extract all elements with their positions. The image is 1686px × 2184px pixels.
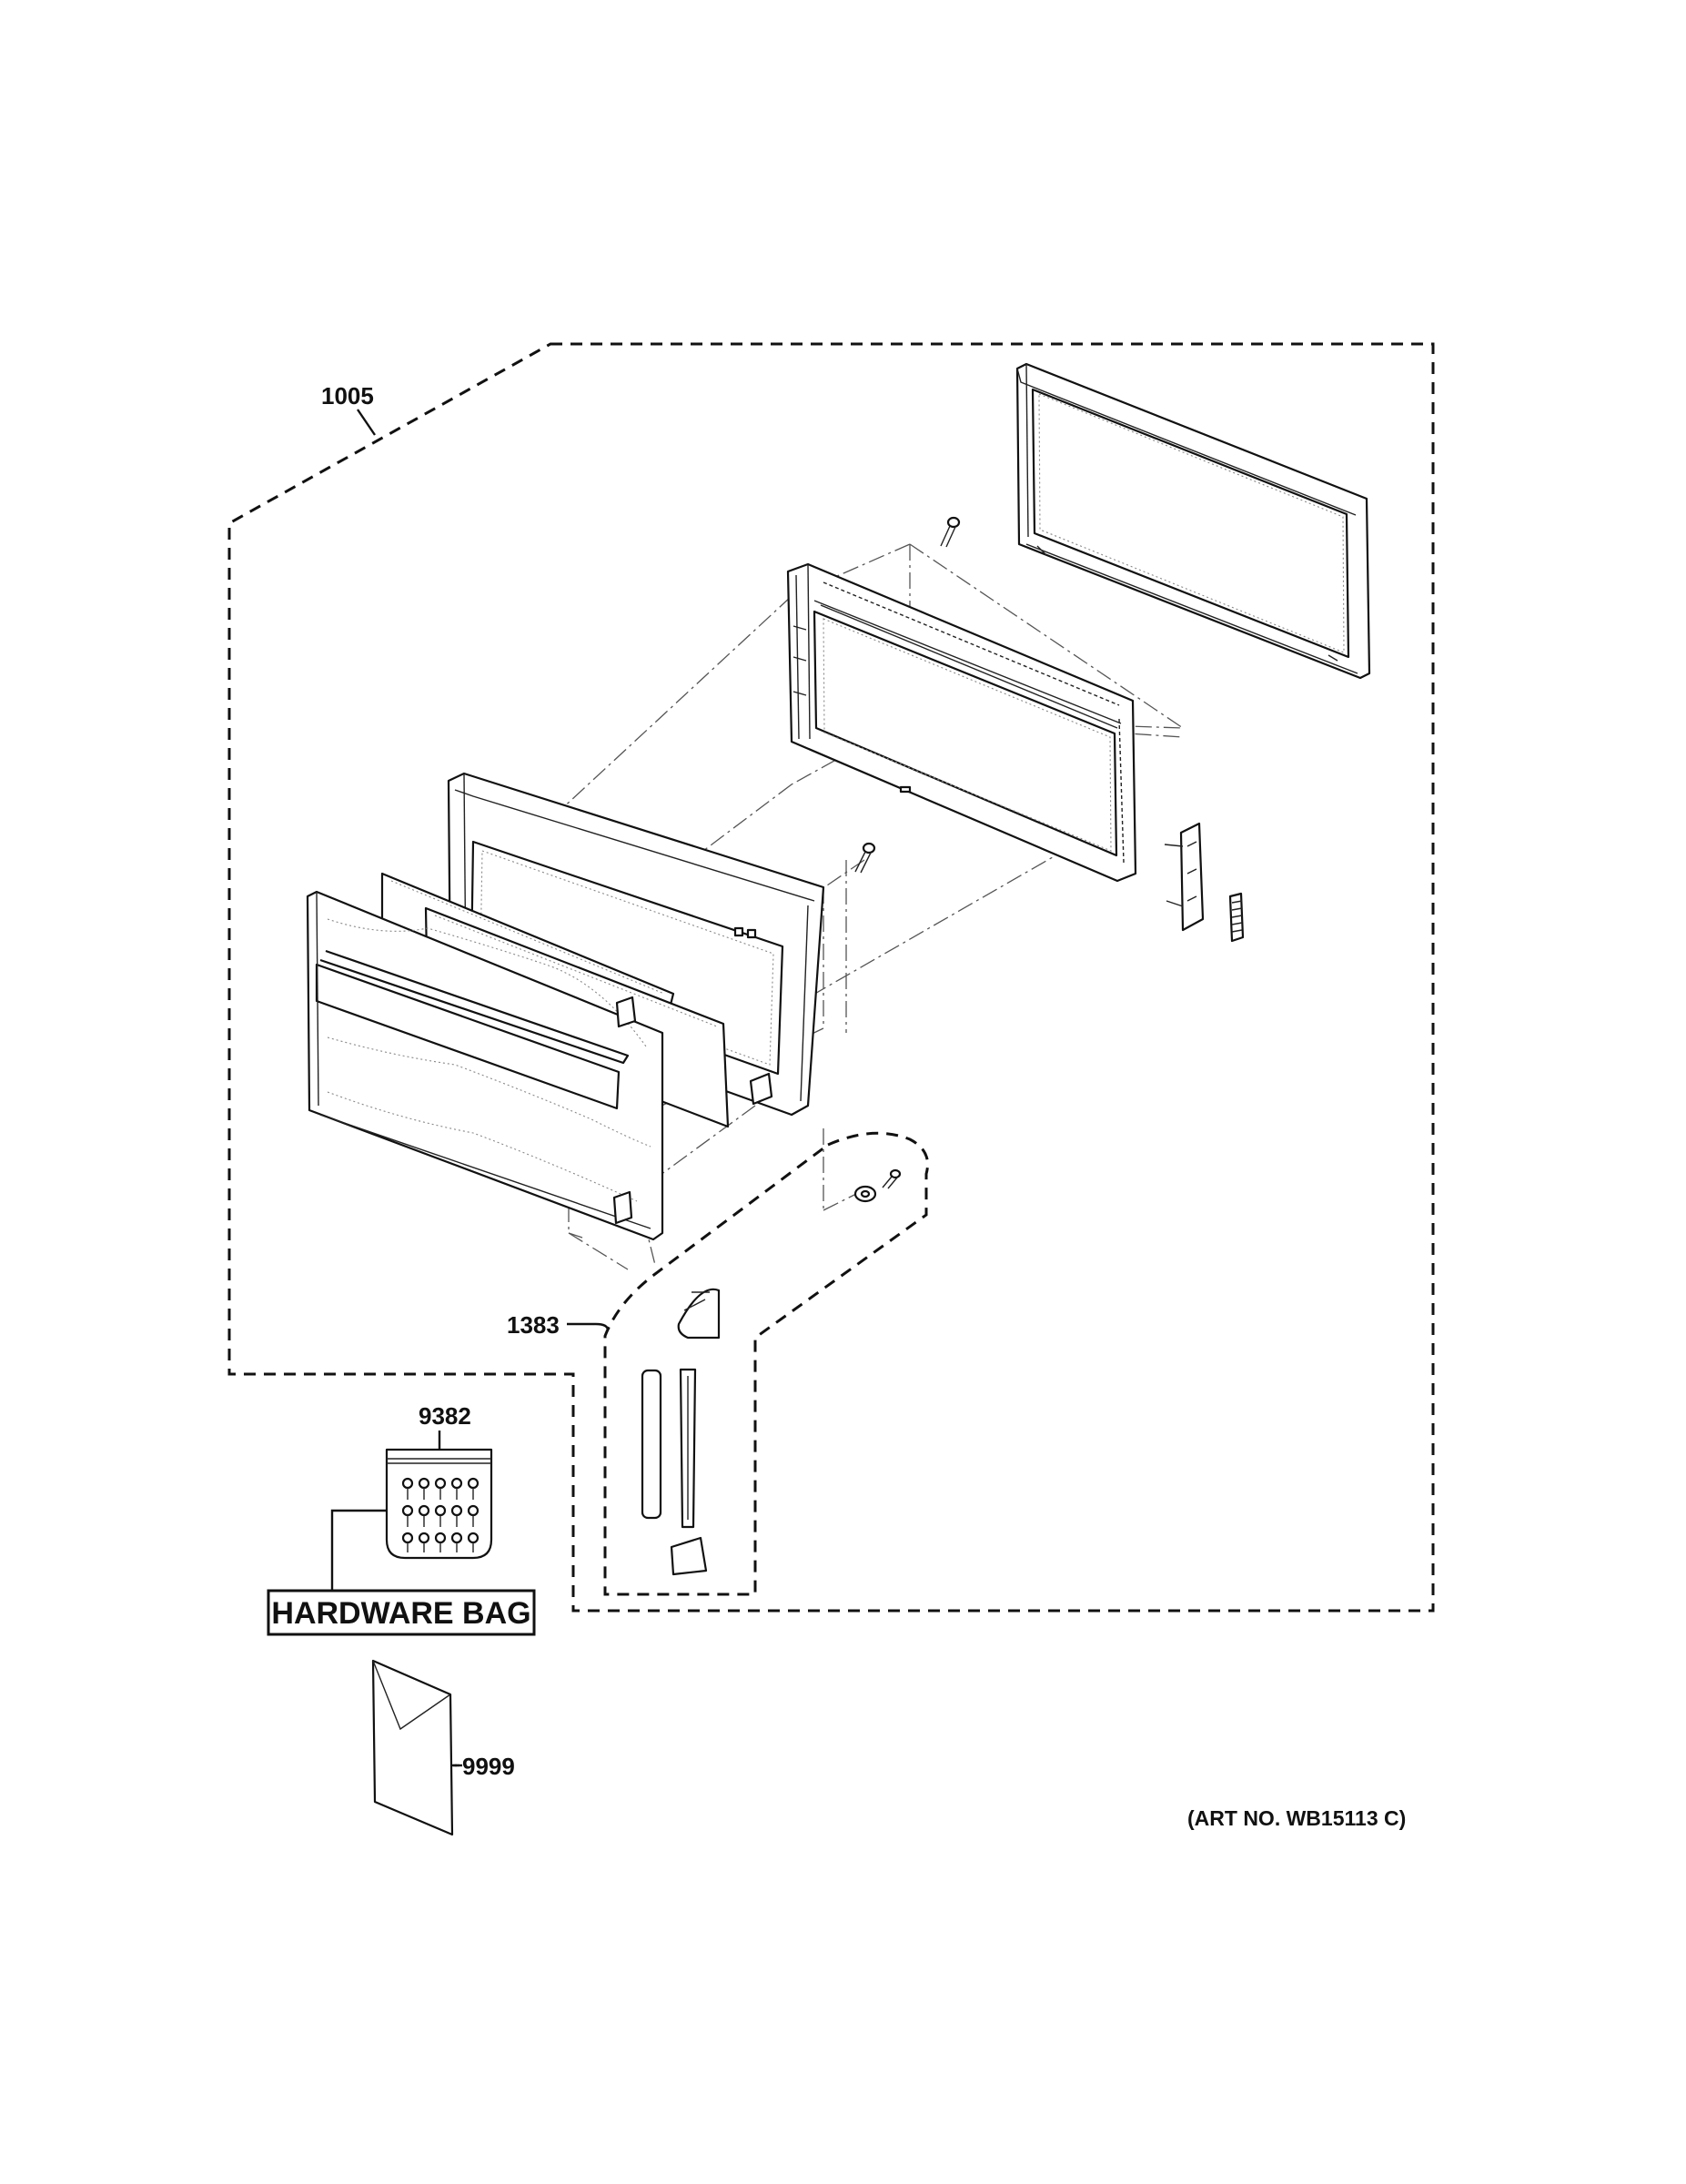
callout-1383: 1383 (507, 1311, 560, 1339)
screw-icon (940, 516, 961, 548)
door-assembly-boundary (227, 342, 1435, 1613)
callout-9999: 9999 (462, 1753, 515, 1780)
callout-1005: 1005 (321, 382, 374, 410)
hardware-bag-label: HARDWARE BAG (271, 1596, 530, 1631)
hardware-bag-icon (385, 1448, 493, 1560)
choke-frame-icon (786, 562, 1137, 883)
latch-spring-icon (1164, 822, 1245, 943)
handle-screw-icon (853, 1168, 902, 1203)
screw-icon-2 (854, 842, 876, 874)
art-number: (ART NO. WB15113 C) (1187, 1806, 1406, 1830)
door-panel-icon (306, 890, 664, 1241)
handle-icon (641, 1288, 721, 1576)
handle-assembly-boundary (603, 1131, 929, 1596)
callout-9382: 9382 (419, 1402, 471, 1430)
envelope-icon (371, 1659, 454, 1836)
hardware-bag-box (267, 1589, 536, 1636)
door-frame-icon (1015, 362, 1371, 680)
